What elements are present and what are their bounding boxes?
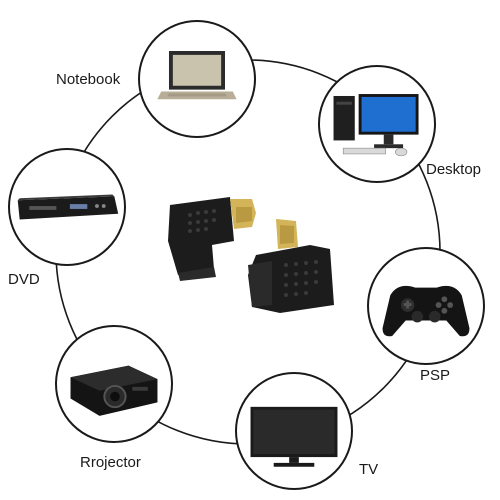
- hdmi-adapter-pair: [160, 185, 340, 325]
- projector-device: [55, 325, 173, 443]
- psp-device: [367, 247, 485, 365]
- hdmi-adapter-icon: [168, 197, 334, 313]
- desktop-computer-icon: [333, 94, 419, 157]
- psp-label: PSP: [420, 367, 451, 384]
- game-controller-icon: [382, 285, 470, 337]
- tv-icon: [250, 406, 338, 467]
- notebook-label: Notebook: [56, 71, 121, 88]
- projector-icon: [70, 365, 158, 416]
- dvd-device: [8, 148, 126, 266]
- projector-label: Rrojector: [80, 454, 141, 471]
- laptop-icon: [157, 50, 237, 100]
- tv-device: [235, 372, 353, 490]
- notebook-device: [138, 20, 256, 138]
- dvd-player-icon: [17, 194, 119, 220]
- desktop-device: [318, 65, 436, 183]
- tv-label: TV: [359, 461, 379, 478]
- dvd-label: DVD: [8, 271, 40, 288]
- desktop-label: Desktop: [426, 161, 482, 178]
